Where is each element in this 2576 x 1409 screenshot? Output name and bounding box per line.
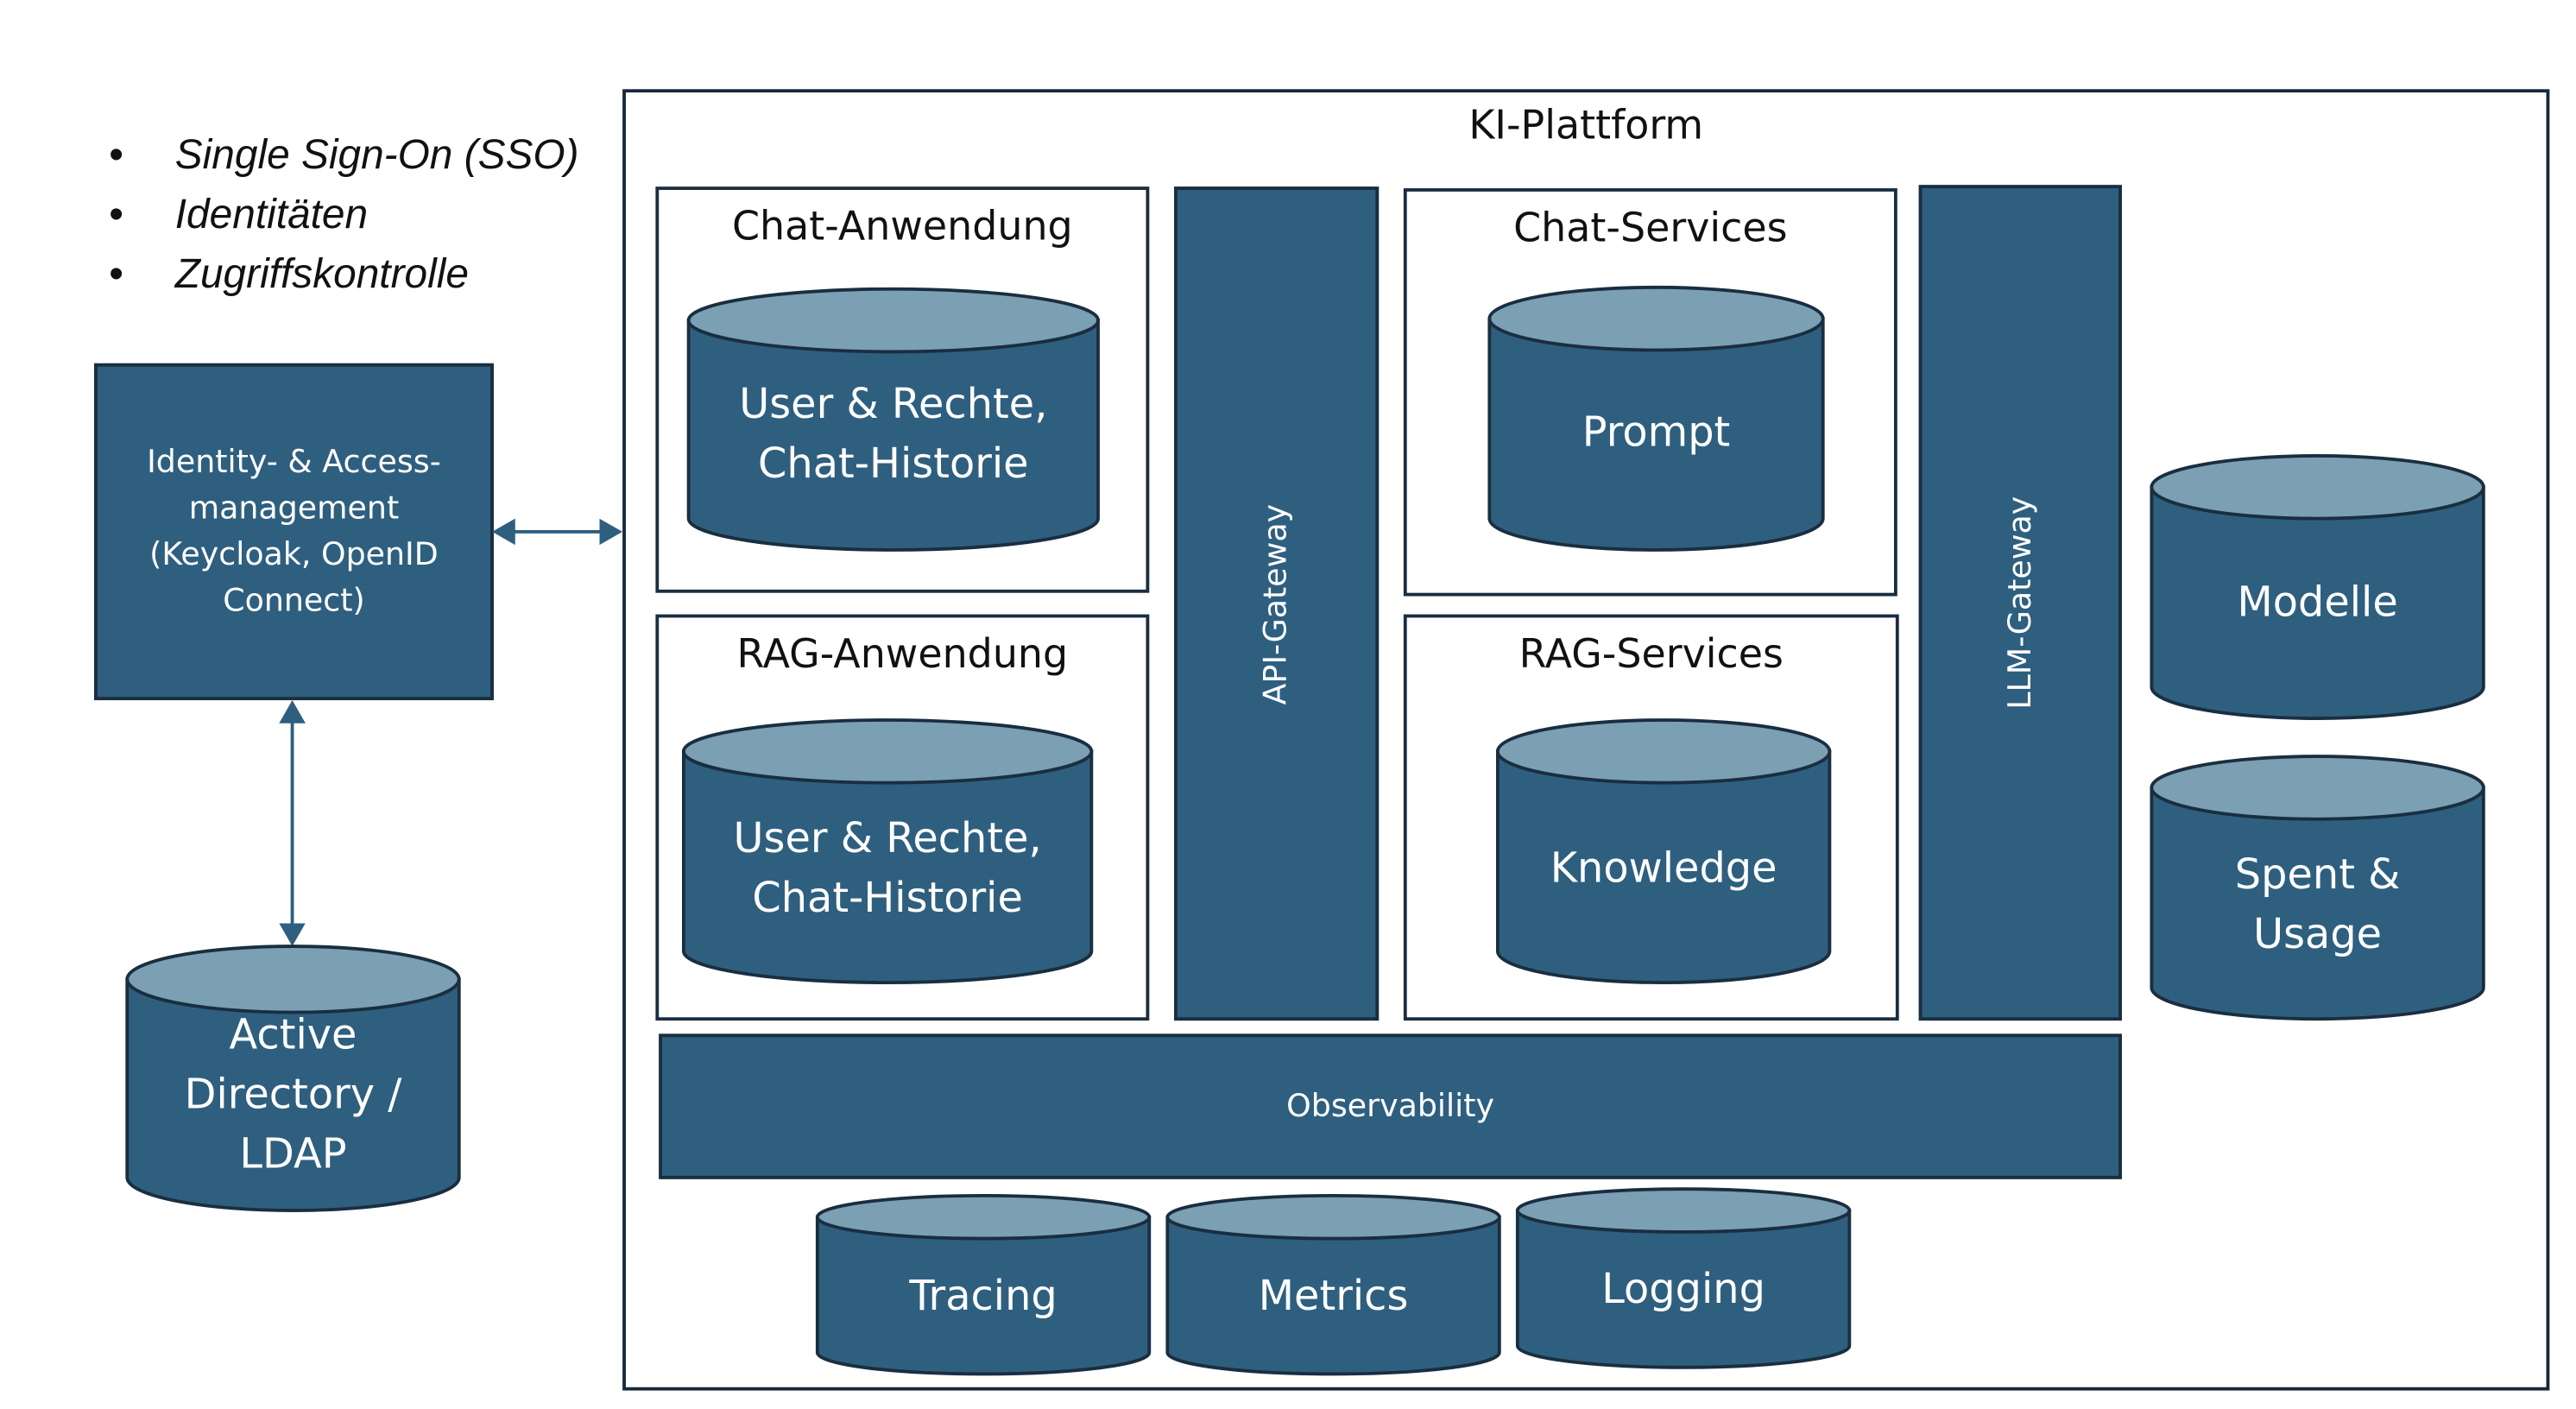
label-line: Directory /	[184, 1070, 402, 1118]
cylinder-shape	[1495, 718, 1832, 985]
knowledge-database: Knowledge	[1495, 718, 1832, 985]
cylinder-top	[681, 718, 1094, 785]
bullet-text: Single Sign-On (SSO)	[174, 132, 579, 179]
bullet-icon: •	[109, 132, 124, 179]
list-item: • Identitäten	[109, 185, 578, 244]
metrics-database: Metrics	[1165, 1193, 1501, 1376]
ki-platform-frame	[622, 89, 2550, 1391]
cylinder-top	[125, 945, 461, 1014]
api-gateway-label: API-Gateway	[1258, 502, 1295, 704]
api-gateway: API-Gateway	[1174, 186, 1380, 1021]
cylinder-shape	[2150, 454, 2485, 720]
cylinder-shape	[686, 287, 1100, 552]
list-item: • Single Sign-On (SSO)	[109, 125, 578, 185]
label-line: Tracing	[909, 1271, 1058, 1320]
label-line: User & Rechte,	[739, 379, 1048, 428]
cylinder-shape	[125, 945, 461, 1212]
modelle-database: Modelle	[2150, 454, 2485, 720]
cylinder-top	[1515, 1187, 1852, 1234]
bullet-text: Identitäten	[174, 191, 369, 238]
label-line: Modelle	[2237, 578, 2398, 626]
db-label: Logging	[1518, 1260, 1849, 1319]
rag-app-database: User & Rechte, Chat-Historie	[681, 718, 1094, 985]
db-label: Spent & Usage	[2151, 845, 2483, 964]
chat-app-database: User & Rechte, Chat-Historie	[686, 287, 1100, 552]
tracing-database: Tracing	[815, 1193, 1152, 1376]
db-label: Prompt	[1489, 403, 1822, 463]
iam-label: Identity- & Access-management (Keycloak,…	[147, 444, 441, 620]
label-line: Logging	[1601, 1265, 1765, 1313]
cylinder-body	[2150, 485, 2485, 720]
bullet-icon: •	[109, 191, 124, 238]
cylinder-body	[1515, 1209, 1852, 1369]
cylinder-body	[815, 1215, 1152, 1376]
cylinder-body	[686, 319, 1100, 552]
feature-list: • Single Sign-On (SSO) • Identitäten • Zugr…	[109, 125, 578, 304]
rag-application-title: RAG-Anwendung	[736, 630, 1069, 678]
cylinder-body	[1487, 317, 1825, 552]
bullet-text: Zugriffskontrolle	[174, 250, 469, 298]
chat-services-title: Chat-Services	[1513, 205, 1788, 251]
cylinder-top	[815, 1193, 1152, 1241]
logging-database: Logging	[1515, 1187, 1852, 1369]
cylinder-body	[1165, 1215, 1501, 1376]
cylinder-body	[1495, 749, 1832, 985]
observability-label: Observability	[1286, 1088, 1494, 1125]
bullet-icon: •	[109, 250, 124, 298]
cylinder-top	[2150, 755, 2485, 821]
cylinder-shape	[1487, 285, 1825, 552]
label-line: Chat-Historie	[752, 873, 1023, 922]
db-label: Knowledge	[1498, 839, 1829, 899]
label-line: Spent &	[2234, 850, 2401, 899]
db-label: Tracing	[818, 1267, 1149, 1326]
db-label: Modelle	[2151, 573, 2483, 633]
platform-title: KI-Plattform	[1468, 102, 1704, 149]
iam-box: Identity- & Access-management (Keycloak,…	[94, 363, 494, 701]
cylinder-top	[686, 287, 1100, 354]
cylinder-shape	[815, 1193, 1152, 1376]
label-line: Knowledge	[1550, 844, 1777, 892]
label-line: Metrics	[1258, 1271, 1409, 1320]
spent-usage-database: Spent & Usage	[2150, 755, 2485, 1021]
list-item: • Zugriffskontrolle	[109, 244, 578, 304]
label-line: Active	[229, 1010, 357, 1059]
observability-bar: Observability	[659, 1033, 2122, 1179]
cylinder-shape	[681, 718, 1094, 985]
cylinder-top	[1487, 285, 1825, 352]
prompt-database: Prompt	[1487, 285, 1825, 552]
rag-services-title: RAG-Services	[1518, 630, 1784, 678]
cylinder-top	[2150, 454, 2485, 521]
label-line: Usage	[2253, 909, 2383, 958]
db-label: Metrics	[1167, 1267, 1499, 1326]
active-directory-cylinder: Active Directory / LDAP	[125, 945, 461, 1212]
label-line: LDAP	[239, 1129, 347, 1178]
llm-gateway-label: LLM-Gateway	[2002, 496, 2039, 710]
cylinder-shape	[1515, 1187, 1852, 1369]
llm-gateway: LLM-Gateway	[1918, 185, 2122, 1021]
cylinder-shape	[1165, 1193, 1501, 1376]
cylinder-body	[2150, 786, 2485, 1021]
active-directory-label: Active Directory / LDAP	[127, 1006, 458, 1185]
db-label: User & Rechte, Chat-Historie	[689, 375, 1098, 494]
chat-application-title: Chat-Anwendung	[731, 203, 1073, 250]
label-line: User & Rechte,	[733, 814, 1042, 862]
cylinder-shape	[2150, 755, 2485, 1021]
label-line: Prompt	[1582, 408, 1731, 456]
cylinder-body	[125, 977, 461, 1212]
label-line: Chat-Historie	[758, 439, 1029, 488]
cylinder-top	[1495, 718, 1832, 785]
cylinder-top	[1165, 1193, 1501, 1241]
cylinder-body	[681, 749, 1094, 985]
db-label: User & Rechte, Chat-Historie	[684, 809, 1091, 928]
